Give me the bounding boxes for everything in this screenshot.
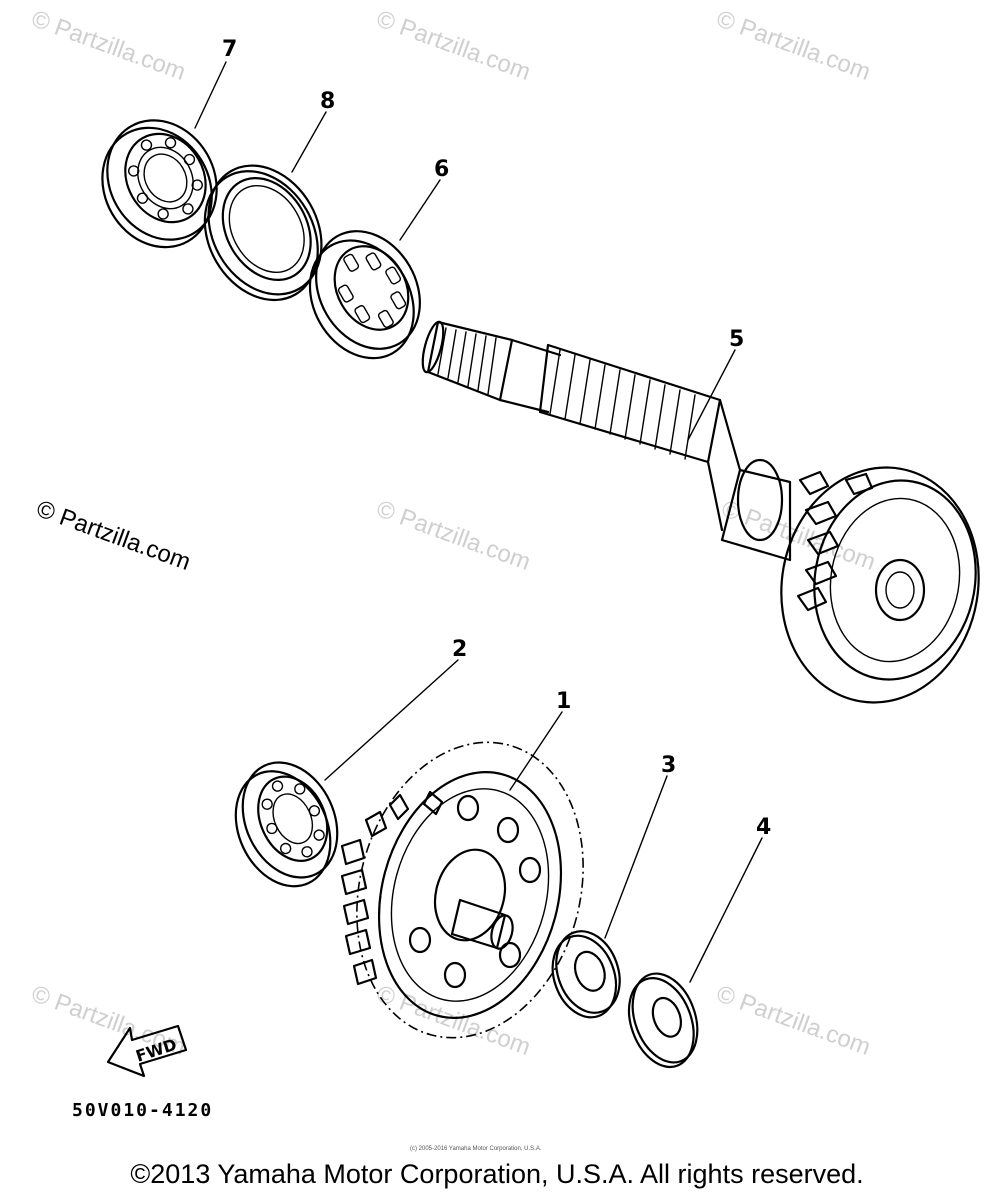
watermark-left-dark: © Partzilla.com bbox=[33, 495, 194, 576]
watermark-top-right: © Partzilla.com bbox=[713, 5, 874, 86]
callout-6: 6 bbox=[434, 157, 449, 182]
part-5-shaft bbox=[421, 320, 980, 704]
part-1-gear bbox=[340, 741, 584, 1039]
part-6-needle-bearing bbox=[308, 230, 421, 360]
watermark-top-center: © Partzilla.com bbox=[373, 5, 534, 86]
diagram-code: 50V010-4120 bbox=[72, 1100, 213, 1121]
watermark-mid-center: © Partzilla.com bbox=[373, 495, 534, 576]
part-8-oil-seal bbox=[203, 164, 323, 302]
watermark-mid-right: © Partzilla.com bbox=[718, 495, 879, 576]
callout-4: 4 bbox=[756, 815, 771, 840]
callout-1: 1 bbox=[556, 689, 571, 714]
callout-8: 8 bbox=[320, 89, 335, 114]
callout-2: 2 bbox=[452, 637, 467, 662]
callout-3: 3 bbox=[661, 753, 676, 778]
watermark-top-left: © Partzilla.com bbox=[28, 5, 189, 86]
callout-5: 5 bbox=[729, 327, 744, 352]
small-copyright: (c) 2005-2016 Yamaha Motor Corporation, … bbox=[410, 1146, 542, 1152]
leader-lines bbox=[194, 61, 763, 983]
part-2-bearing bbox=[234, 761, 339, 888]
watermark-bottom-center: © Partzilla.com bbox=[373, 980, 534, 1061]
part-4-washer bbox=[627, 972, 699, 1069]
part-3-washer bbox=[551, 930, 621, 1019]
part-7-bearing bbox=[101, 119, 218, 249]
callout-7: 7 bbox=[222, 37, 237, 62]
footer-copyright: ©2013 Yamaha Motor Corporation, U.S.A. A… bbox=[130, 1159, 863, 1189]
watermarks: © Partzilla.com © Partzilla.com © Partzi… bbox=[28, 5, 879, 1061]
watermark-bottom-right: © Partzilla.com bbox=[713, 980, 874, 1061]
